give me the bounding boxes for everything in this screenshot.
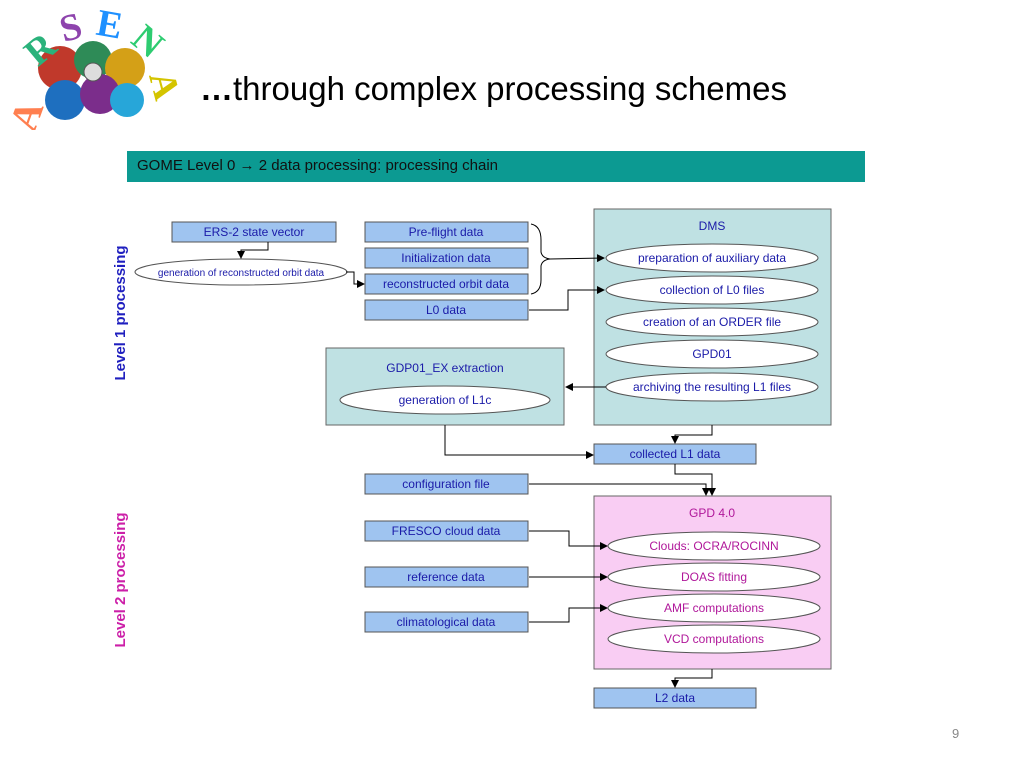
- preflight-box: [364, 221, 529, 243]
- slide-title: …through complex processing schemes: [200, 70, 787, 108]
- gpd4-step-ellipse: [607, 593, 821, 623]
- dms-step-label: GPD01: [692, 347, 732, 361]
- level1-label: Level 1 processing: [112, 245, 129, 380]
- dms-step-ellipse: [605, 307, 819, 337]
- l0-label: L0 data: [426, 303, 466, 317]
- dms-step-label: collection of L0 files: [660, 283, 765, 297]
- fresco-box: [364, 520, 529, 542]
- gpd4-title: GPD 4.0: [689, 506, 735, 520]
- reference-label: reference data: [407, 570, 485, 584]
- gpd4-step-label: Clouds: OCRA/ROCINN: [649, 539, 778, 553]
- fresco-label: FRESCO cloud data: [392, 524, 501, 538]
- connector-arrow: [444, 425, 594, 459]
- l2-label: L2 data: [655, 691, 695, 705]
- reference-box: [364, 566, 529, 588]
- config-box: [364, 473, 529, 495]
- connector-arrow: [671, 425, 713, 444]
- gpd4-step-label: VCD computations: [664, 632, 764, 646]
- climatological-label: climatological data: [397, 615, 496, 629]
- connector-arrow: [237, 242, 269, 259]
- connector-arrow: [671, 669, 713, 688]
- gpd4-step-label: AMF computations: [664, 601, 764, 615]
- dms-step-label: creation of an ORDER file: [643, 315, 781, 329]
- recon-box: [364, 273, 529, 295]
- arsenal-logo: A R S E N A: [5, 2, 183, 130]
- dms-step-label: archiving the resulting L1 files: [633, 380, 791, 394]
- connector-arrow: [529, 530, 608, 550]
- ers2-label: ERS-2 state vector: [204, 225, 305, 239]
- gen-l1c-ellipse: [339, 385, 551, 415]
- collected-l1-label: collected L1 data: [630, 447, 721, 461]
- connector-arrow: [529, 604, 608, 623]
- gpd4-step-label: DOAS fitting: [681, 570, 747, 584]
- group-brace: [530, 223, 551, 295]
- ers2-box: [171, 221, 337, 243]
- dms-step-ellipse: [605, 339, 819, 369]
- connector-arrow: [674, 464, 716, 496]
- init-label: Initialization data: [401, 251, 491, 265]
- dms-step-ellipse: [605, 275, 819, 305]
- diagram-banner: GOME Level 0 → 2 data processing: proces…: [127, 151, 865, 182]
- connector-arrow: [529, 286, 605, 311]
- gpd4-step-ellipse: [607, 562, 821, 592]
- page-number: 9: [952, 726, 960, 741]
- l0-box: [364, 299, 529, 321]
- title-ellipsis: …: [200, 70, 233, 107]
- dms-step-label: preparation of auxiliary data: [638, 251, 786, 265]
- gen-orbit-label: generation of reconstructed orbit data: [158, 268, 325, 279]
- gdp01-ex-title: GDP01_EX extraction: [386, 361, 503, 375]
- gpd4-step-ellipse: [607, 624, 821, 654]
- recon-label: reconstructed orbit data: [383, 277, 509, 291]
- banner-text: GOME Level 0 → 2 data processing: proces…: [137, 157, 499, 174]
- connector-arrow: [346, 271, 365, 288]
- preflight-label: Pre-flight data: [409, 225, 484, 239]
- connector-arrow: [549, 254, 605, 263]
- init-box: [364, 247, 529, 269]
- config-label: configuration file: [402, 477, 490, 491]
- l2-box: [593, 687, 757, 709]
- logo-puzzle-cluster: [38, 41, 145, 120]
- dms-step-ellipse: [605, 243, 819, 273]
- gen-l1c-label: generation of L1c: [399, 393, 492, 407]
- title-text: through complex processing schemes: [233, 70, 787, 107]
- dms-title: DMS: [699, 219, 726, 233]
- logo-letters: A R S E N A: [5, 2, 183, 130]
- connector-arrow: [529, 483, 710, 496]
- level2-label: Level 2 processing: [112, 512, 129, 647]
- climatological-box: [364, 611, 529, 633]
- gpd4-step-ellipse: [607, 531, 821, 561]
